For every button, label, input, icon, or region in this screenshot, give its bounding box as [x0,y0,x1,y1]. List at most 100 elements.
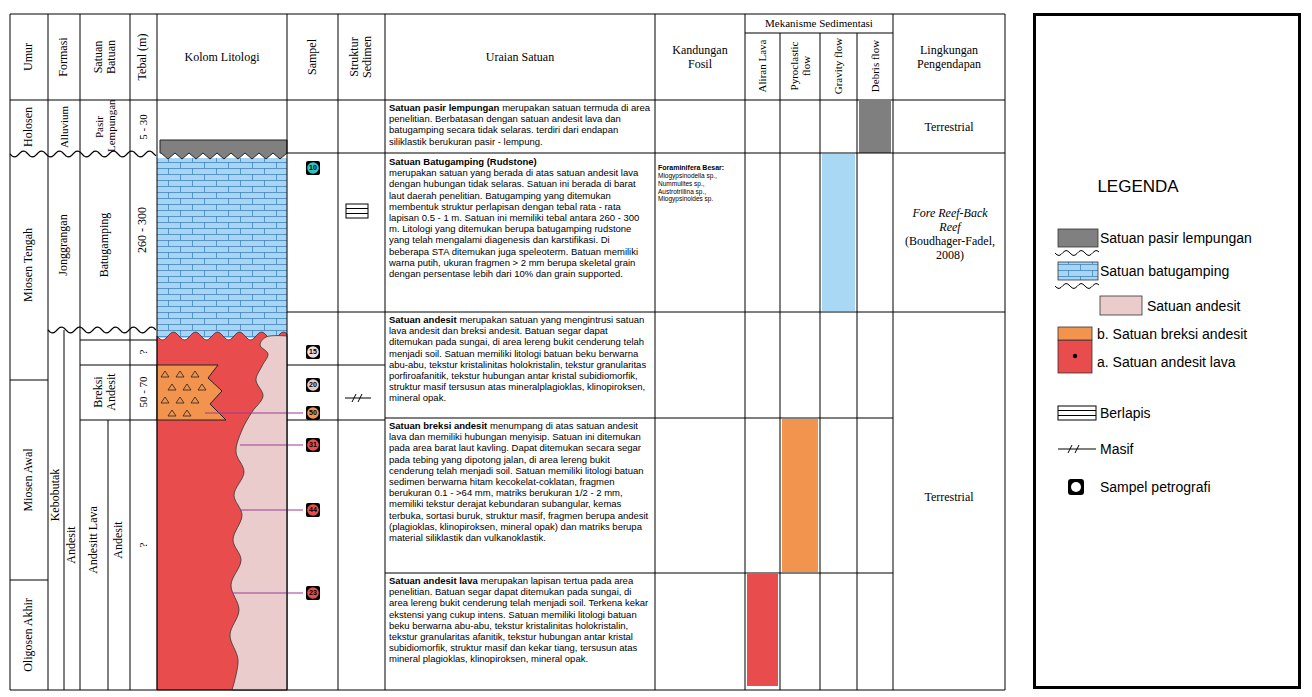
grid-line [385,573,893,574]
grid-line [48,14,49,690]
label-text: Austrotrillina sp., [658,188,744,196]
grid-line [10,14,11,690]
rotated-cell-text: Andesit [65,526,78,563]
cell-text: Lingkungan Pengendapan [895,43,1003,71]
legend-swatches [1058,229,1142,373]
sample-marker [306,503,320,517]
sample-marker [307,407,319,419]
breccia-fragment [161,397,169,403]
rotated-cell-text: Batugamping [98,213,111,278]
breccia-fragment [161,371,169,377]
leader-line [232,593,303,594]
unit-heading: Foraminifera Besar: [658,164,744,172]
legend-text: Satuan andesit [1147,297,1240,315]
bedding-symbol [346,209,368,214]
leader-line [240,510,303,511]
grid-line [745,33,893,34]
rotated-cell-text: Struktur Sedimen [348,26,374,88]
unconformity-line [1055,251,1099,256]
label-text: Kebobutak [48,469,62,522]
label-text: ? [137,350,149,355]
alluvium-layer [160,140,287,159]
grid-line [893,14,894,690]
unit-heading: Satuan andesit lava [389,575,478,586]
rotated-cell-text: Debris flow [869,34,881,98]
sample-marker [306,438,320,452]
cell-text: Satuan andesit lavamerupakan lapisan ter… [389,575,652,665]
label-text: Formasi [56,37,70,76]
rotated-cell-text: Kebobutak [49,469,62,522]
grid-line [80,14,81,690]
rotated-cell-text: Andesitt Lava [87,506,100,574]
label-text: (Boudhager-Fadel, 2008) [904,234,996,262]
grid-line [10,14,1005,15]
label-text: Terrestrial [924,490,973,504]
grid-line [80,340,157,341]
unit-heading: Satuan breksi andesit [389,420,487,431]
grid-line [385,14,386,690]
label-text: 23 [309,589,317,596]
unconformity-line [48,327,156,333]
label-text: Breksi Andesit [91,373,118,410]
sample-marker [307,504,319,516]
breccia-fragment [191,397,199,403]
unconformity-line [10,151,156,157]
grid-line [80,420,157,421]
sample-marker [307,587,319,599]
legend-text: b. Satuan breksi andesit [1097,325,1247,343]
label-text: Oligosen Akhir [21,598,35,672]
cell-text: Terrestrial [895,120,1003,134]
unit-heading: Satuan andesit [389,314,457,325]
sample-marker [306,378,320,392]
breccia-fragment [168,410,176,416]
legend-text: Satuan batugamping [1100,262,1229,280]
cell-text: Satuan Batugamping (Rudstone)merupakan s… [389,156,652,279]
label-text: 50 - 70 [137,376,149,407]
sample-marker [306,161,320,175]
sample-symbol [1068,479,1084,495]
grid-line [745,14,746,690]
rotated-cell-text: Gravity flow [832,34,844,98]
massive-symbol [345,394,371,402]
breccia-fragment [176,397,184,403]
grid-line [385,418,893,419]
label-text: Pasir Lempungan [93,99,117,152]
lava-dot [1073,354,1077,358]
label-text: 10 [309,164,317,171]
callout-number: 50 [305,408,321,418]
cell-text: Foraminifera Besar:Miogypsinodella sp.,N… [658,164,744,203]
grid-line [1005,14,1006,690]
rotated-cell-text: 5 - 30 [137,114,149,140]
legend-frame [1035,15,1300,688]
callout-number: 10 [305,163,321,173]
sample-marker [306,345,320,359]
breccia-fragment [168,384,176,390]
grid-line [10,100,1005,101]
label-text: 31 [309,441,317,448]
callout-number: 23 [305,588,321,598]
label-text: Miogypsinoides sp. [658,195,744,203]
rotated-cell-text: Sampel [306,39,319,75]
bedding-symbol [1058,411,1096,416]
cell-text: Mekanisme Sedimentasi [745,17,893,30]
rotated-cell-text: 260 - 300 [136,207,149,253]
legend-text: Sampel petrografi [1100,478,1211,496]
rotated-cell-text: Oligosen Akhir [22,598,35,672]
sample-marker [307,379,319,391]
label-text: Gravity flow [832,38,844,95]
debris-flow-bar [859,101,891,153]
grid-line [287,420,385,421]
rotated-cell-text: Aliran Lava [756,34,768,98]
label-text: merupakan lapisan tertua pada area penel… [389,575,648,664]
rotated-cell-text: Tebal (m) [136,34,149,81]
label-text: ? [137,543,149,548]
grid-line [80,365,157,366]
breccia-fragment [183,410,191,416]
grid-line [157,14,158,690]
label-text: Kolom Litologi [185,50,260,64]
label-text: Kandungan Fosil [672,43,727,71]
label-text: merupakan satuan yang mengintrusi satuan… [389,314,646,403]
rotated-cell-text: ? [137,350,149,355]
grid-line [857,33,858,690]
